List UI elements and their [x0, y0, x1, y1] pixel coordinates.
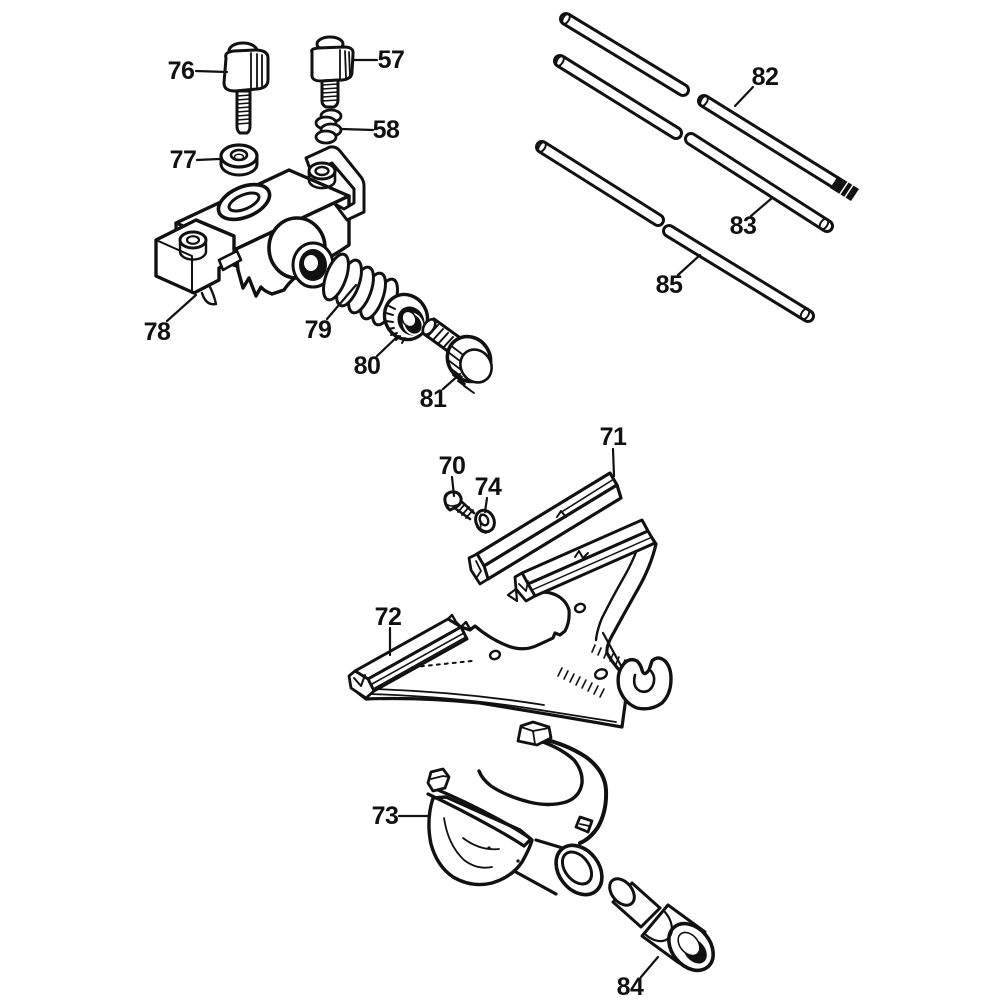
- clamp-body-part: [154, 145, 366, 306]
- part-number-label-58: 58: [373, 116, 400, 144]
- part-number-label-74: 74: [475, 473, 502, 501]
- part-number-label-71: 71: [600, 423, 627, 451]
- rod-segment-83: [684, 132, 834, 233]
- support-bracket-part: [347, 518, 673, 729]
- guard-housing-part: [426, 720, 609, 897]
- knob-bolt-part: [222, 41, 270, 135]
- leader-line-85: [676, 253, 702, 277]
- part-number-label-78: 78: [144, 318, 171, 346]
- leader-line-78: [165, 293, 198, 323]
- large-spring-part: [322, 252, 399, 327]
- part-number-label-84: 84: [617, 973, 644, 1000]
- fence-rail-part: [467, 471, 623, 586]
- leader-line-58: [340, 127, 375, 132]
- leader-line-76: [194, 69, 229, 74]
- part-number-label-57: 57: [378, 46, 405, 74]
- part-number-label-81: 81: [420, 385, 447, 413]
- part-number-label-73: 73: [372, 802, 399, 830]
- part-number-label-83: 83: [730, 212, 757, 240]
- leader-line-79: [325, 283, 358, 321]
- rod-segment-82: [697, 94, 859, 201]
- small-spring-part: [314, 108, 343, 145]
- part-number-label-85: 85: [656, 271, 683, 299]
- lock-knob-bolt-part: [310, 35, 355, 109]
- rod-segment: [535, 140, 665, 227]
- guide-rods-part: [535, 12, 859, 323]
- leader-line-71: [611, 447, 616, 478]
- callout-layer: 76 57 58 77 78 79 80 81 82 83 85 71 70 74 72 73 84: [144, 46, 779, 1000]
- washer-part: [219, 143, 259, 177]
- leader-line-81: [441, 372, 462, 391]
- screw-part: [443, 490, 476, 521]
- part-number-label-70: 70: [439, 452, 466, 480]
- leader-line-80: [375, 334, 400, 358]
- rod-segment: [559, 12, 690, 97]
- rod-segment: [553, 54, 683, 140]
- part-number-label-80: 80: [354, 352, 381, 380]
- leader-line-84: [639, 955, 660, 979]
- leader-line-70: [450, 475, 456, 498]
- part-number-label-77: 77: [170, 146, 197, 174]
- outlet-boot-part: [608, 877, 715, 973]
- part-number-label-76: 76: [168, 57, 195, 85]
- part-number-label-79: 79: [305, 316, 332, 344]
- knob-screw-part: [421, 317, 493, 394]
- leader-line-83: [749, 196, 774, 218]
- rod-segment-85: [662, 224, 815, 323]
- part-number-label-72: 72: [375, 603, 402, 631]
- ring-nut-part: [382, 292, 430, 344]
- leader-line-82: [733, 85, 755, 108]
- part-number-label-82: 82: [752, 63, 779, 91]
- leader-line-77: [195, 157, 221, 162]
- leader-line-74: [483, 496, 489, 514]
- small-washer-part: [474, 508, 496, 534]
